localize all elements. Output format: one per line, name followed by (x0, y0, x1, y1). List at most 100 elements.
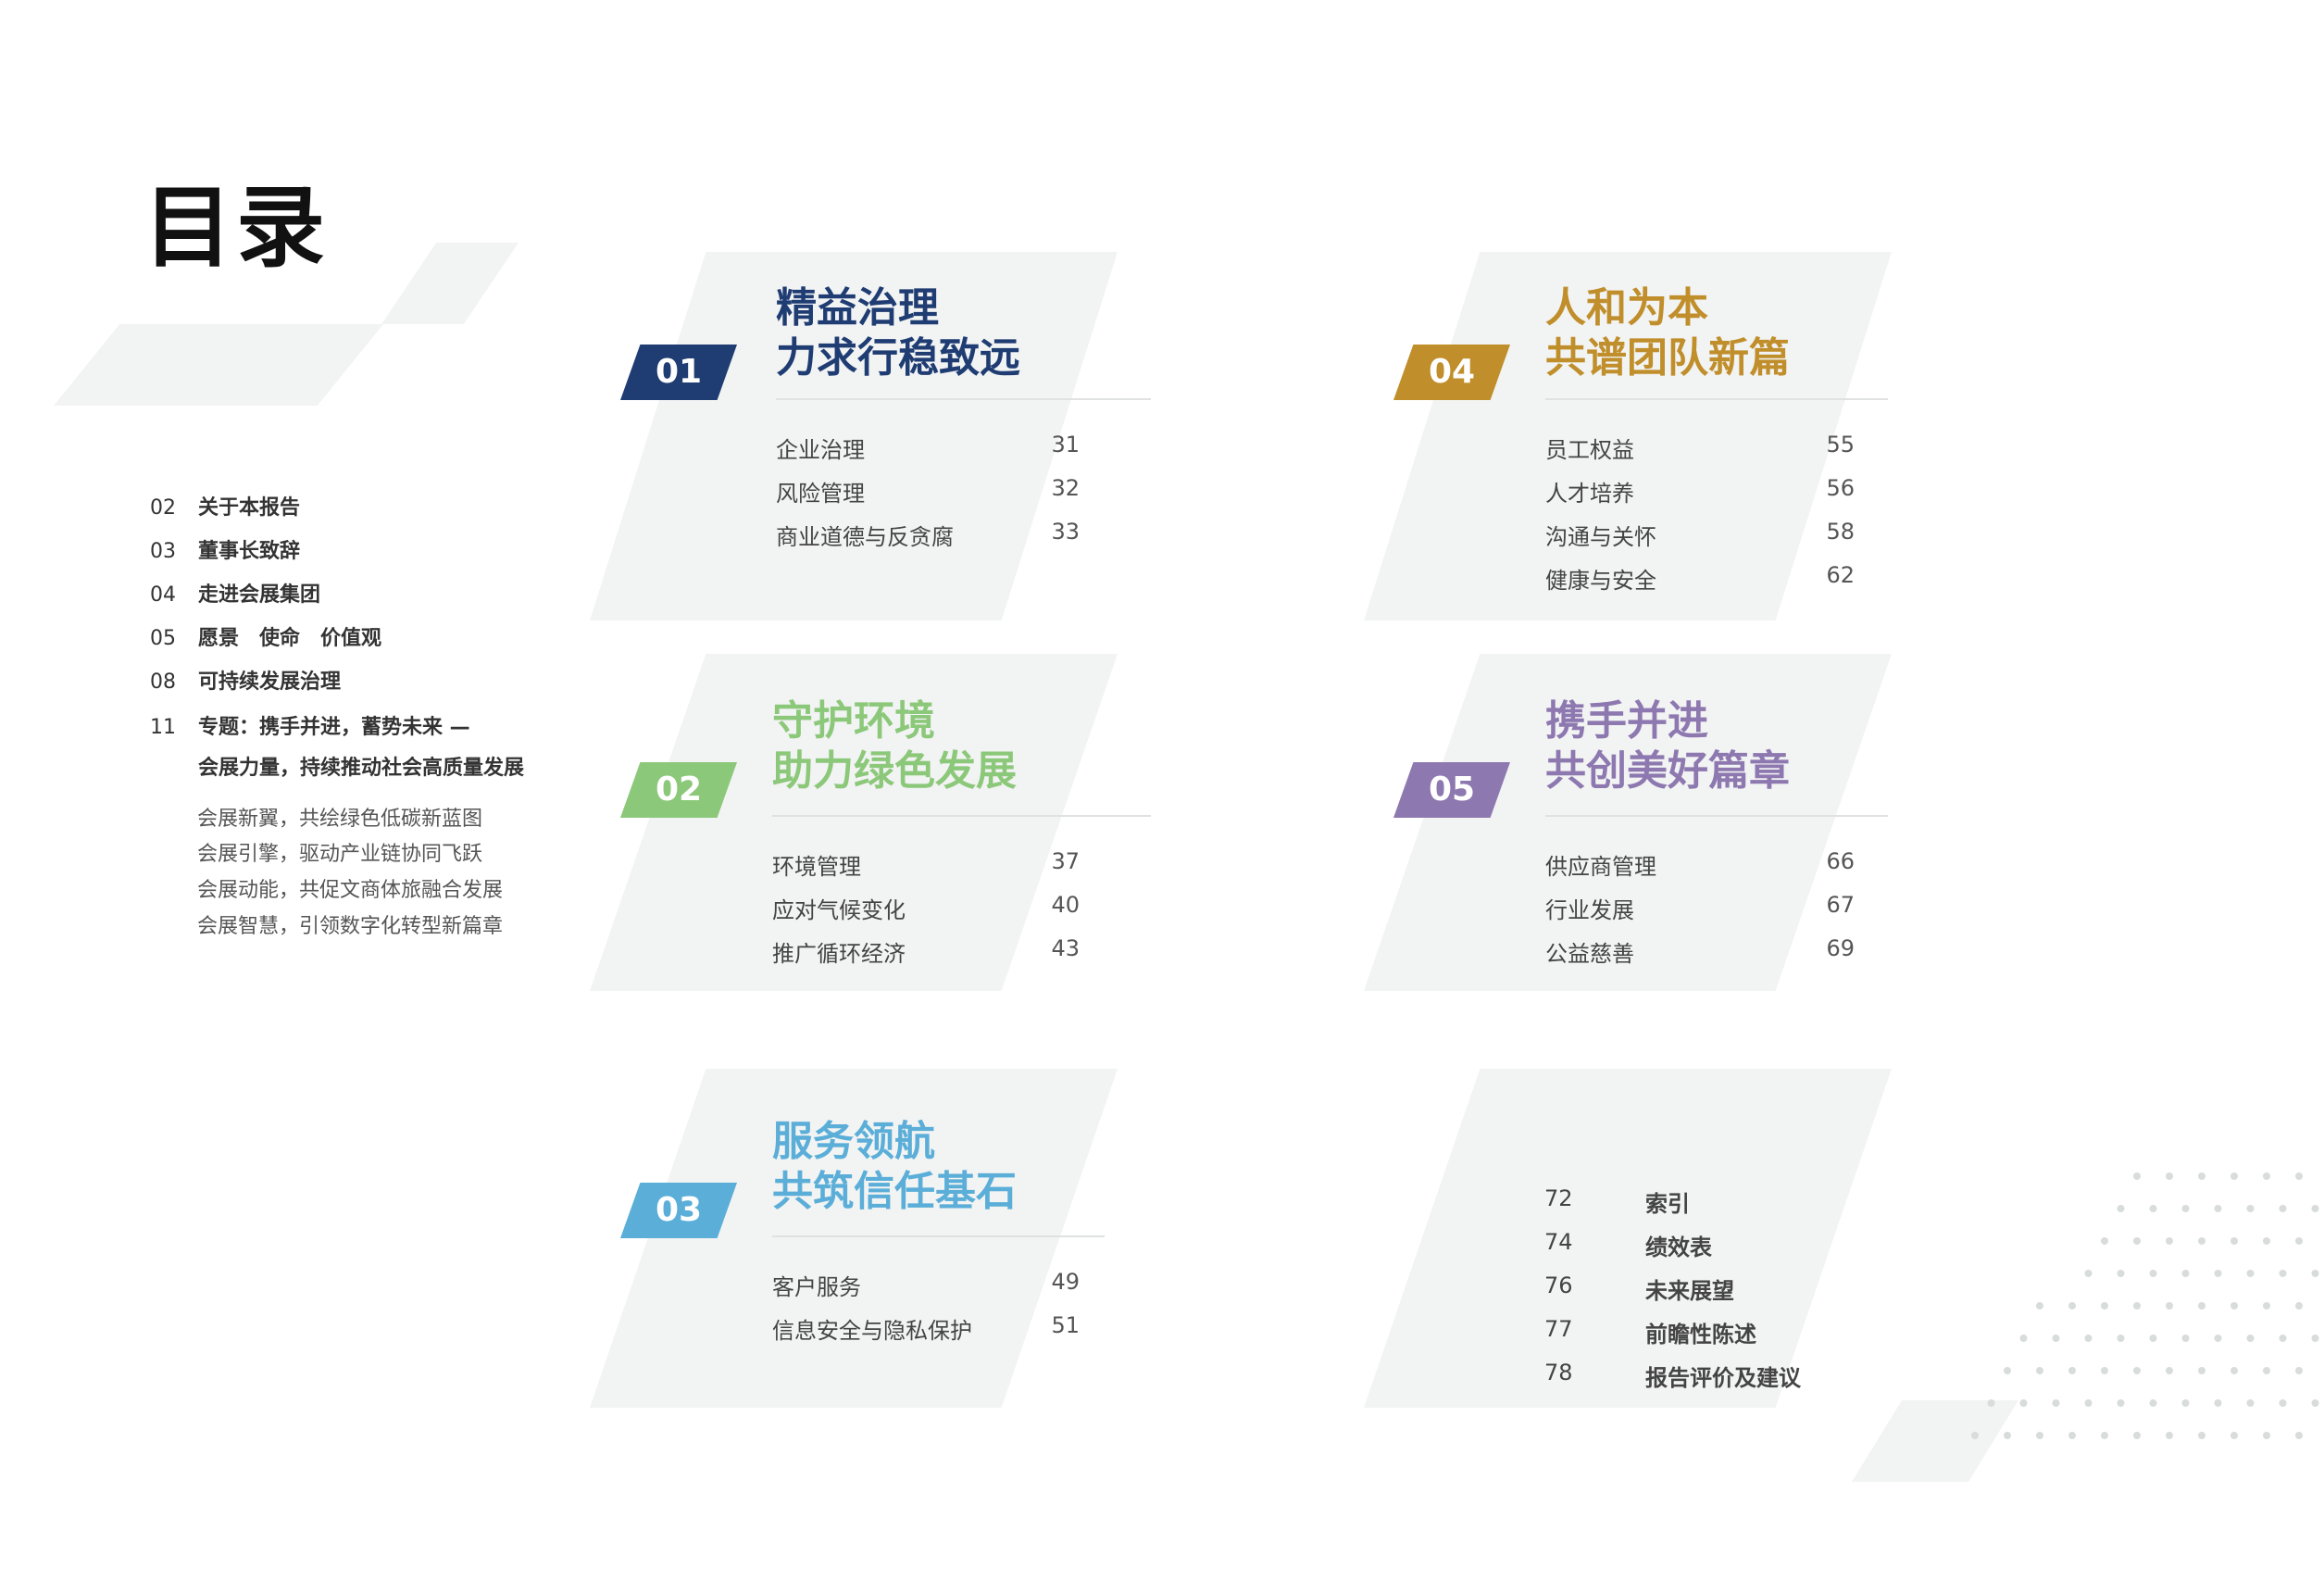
page-title: 目录 (144, 176, 329, 280)
decor-dot (2166, 1172, 2173, 1180)
nav-item-page: 02 (150, 496, 176, 520)
toc-item[interactable]: 供应商管理 (1545, 854, 1656, 880)
toc-item[interactable]: 人才培养 (1545, 481, 1634, 507)
decor-dot (2068, 1302, 2076, 1310)
decor-dot (2263, 1367, 2270, 1374)
toc-item-page: 31 (1051, 432, 1080, 458)
decor-dot (2166, 1432, 2173, 1439)
nav-subitem[interactable]: 会展新翼，共绘绿色低碳新蓝图 (197, 808, 483, 831)
decor-dot (2198, 1237, 2205, 1245)
toc-item-page: 49 (1051, 1269, 1080, 1295)
decor-dot (2181, 1335, 2190, 1342)
decor-dot (2230, 1367, 2238, 1374)
decor-dot (2214, 1270, 2222, 1277)
section-badge: 02 (620, 762, 737, 818)
nav-item-label: 董事长致辞 (198, 540, 301, 563)
toc-item[interactable]: 员工权益 (1545, 437, 1634, 463)
decor-dot (2101, 1302, 2108, 1310)
nav-item-label-continued[interactable]: 会展力量，持续推动社会高质量发展 (198, 757, 525, 780)
toc-item[interactable]: 沟通与关怀 (1545, 524, 1656, 550)
toc-item[interactable]: 健康与安全 (1545, 568, 1656, 594)
nav-subitem[interactable]: 会展引擎，驱动产业链协同飞跃 (197, 843, 483, 866)
decor-dot (2166, 1367, 2173, 1374)
decor-dot (2166, 1302, 2173, 1310)
decor-dot (2036, 1367, 2043, 1374)
toc-item[interactable]: 风险管理 (776, 481, 865, 507)
decor-dot (2117, 1335, 2125, 1342)
toc-item[interactable]: 行业发展 (1545, 897, 1634, 923)
appendix-item[interactable]: 索引 (1645, 1191, 1690, 1217)
nav-item-label: 走进会展集团 (198, 583, 321, 607)
decor-dot (2133, 1432, 2141, 1439)
decor-dot (2214, 1205, 2222, 1212)
toc-item-page: 51 (1051, 1312, 1080, 1338)
decor-dot (2101, 1432, 2108, 1439)
decor-dot (2246, 1205, 2255, 1212)
decor-dot (2117, 1399, 2125, 1407)
decor-dot (2230, 1432, 2238, 1439)
appendix-item[interactable]: 报告评价及建议 (1645, 1365, 1801, 1391)
toc-item-page: 66 (1826, 848, 1855, 874)
decor-dot (2052, 1335, 2060, 1342)
decor-dot (2149, 1335, 2157, 1342)
toc-item-page: 37 (1051, 848, 1080, 874)
appendix-item[interactable]: 绩效表 (1645, 1235, 1712, 1260)
decor-dot (2311, 1270, 2319, 1277)
decor-dot (2295, 1237, 2303, 1245)
toc-item-page: 55 (1826, 432, 1855, 458)
toc-item[interactable]: 企业治理 (776, 437, 865, 463)
decor-dot (2295, 1432, 2303, 1439)
section-badge: 05 (1393, 762, 1510, 818)
toc-item[interactable]: 推广循环经济 (772, 941, 906, 967)
decor-dot (2311, 1205, 2319, 1212)
decor-dot (2230, 1172, 2238, 1180)
decor-dot (2295, 1302, 2303, 1310)
appendix-page: 72 (1544, 1185, 1573, 1211)
section-title: 携手并进共创美好篇章 (1545, 697, 1790, 795)
nav-item[interactable]: 02 关于本报告 (150, 491, 300, 520)
nav-item-label: 可持续发展治理 (198, 671, 342, 694)
section-divider (1545, 398, 1888, 400)
decor-dot (2279, 1335, 2287, 1342)
nav-subitem[interactable]: 会展智慧，引领数字化转型新篇章 (197, 915, 504, 938)
decor-dot (2019, 1335, 2028, 1342)
appendix-item[interactable]: 前瞻性陈述 (1645, 1322, 1756, 1348)
toc-item[interactable]: 环境管理 (772, 854, 861, 880)
decor-dot (2214, 1399, 2222, 1407)
section-title: 守护环境助力绿色发展 (772, 697, 1017, 795)
decor-dot (2311, 1399, 2319, 1407)
toc-item[interactable]: 应对气候变化 (772, 897, 906, 923)
appendix-page: 76 (1544, 1272, 1573, 1298)
decor-dot (2246, 1335, 2255, 1342)
section-badge: 04 (1393, 345, 1510, 400)
nav-item-label: 关于本报告 (198, 496, 301, 520)
toc-item[interactable]: 客户服务 (772, 1274, 861, 1300)
decor-parallelogram-left (54, 324, 383, 406)
toc-item-page: 56 (1826, 475, 1855, 501)
nav-subitem[interactable]: 会展动能，共促文商体旅融合发展 (197, 879, 504, 902)
toc-item-page: 62 (1826, 562, 1855, 588)
toc-item-page: 67 (1826, 892, 1855, 918)
nav-item-label: 愿景 使命 价值观 (198, 627, 382, 650)
decor-dot (2133, 1237, 2141, 1245)
section-divider (1545, 815, 1888, 817)
toc-item[interactable]: 商业道德与反贪腐 (776, 524, 954, 550)
decor-dot (2149, 1399, 2157, 1407)
decor-dot (2052, 1399, 2060, 1407)
decor-dot (2198, 1302, 2205, 1310)
decor-dot (2084, 1335, 2093, 1342)
decor-dot (2246, 1270, 2255, 1277)
toc-item[interactable]: 信息安全与隐私保护 (772, 1318, 972, 1344)
decor-dot (2181, 1270, 2190, 1277)
toc-item[interactable]: 公益慈善 (1545, 941, 1634, 967)
section-title: 人和为本共谱团队新篇 (1545, 284, 1790, 382)
decor-dot (2133, 1172, 2141, 1180)
decor-dot (1987, 1399, 1995, 1407)
appendix-item[interactable]: 未来展望 (1645, 1278, 1734, 1304)
toc-item-page: 40 (1051, 892, 1080, 918)
